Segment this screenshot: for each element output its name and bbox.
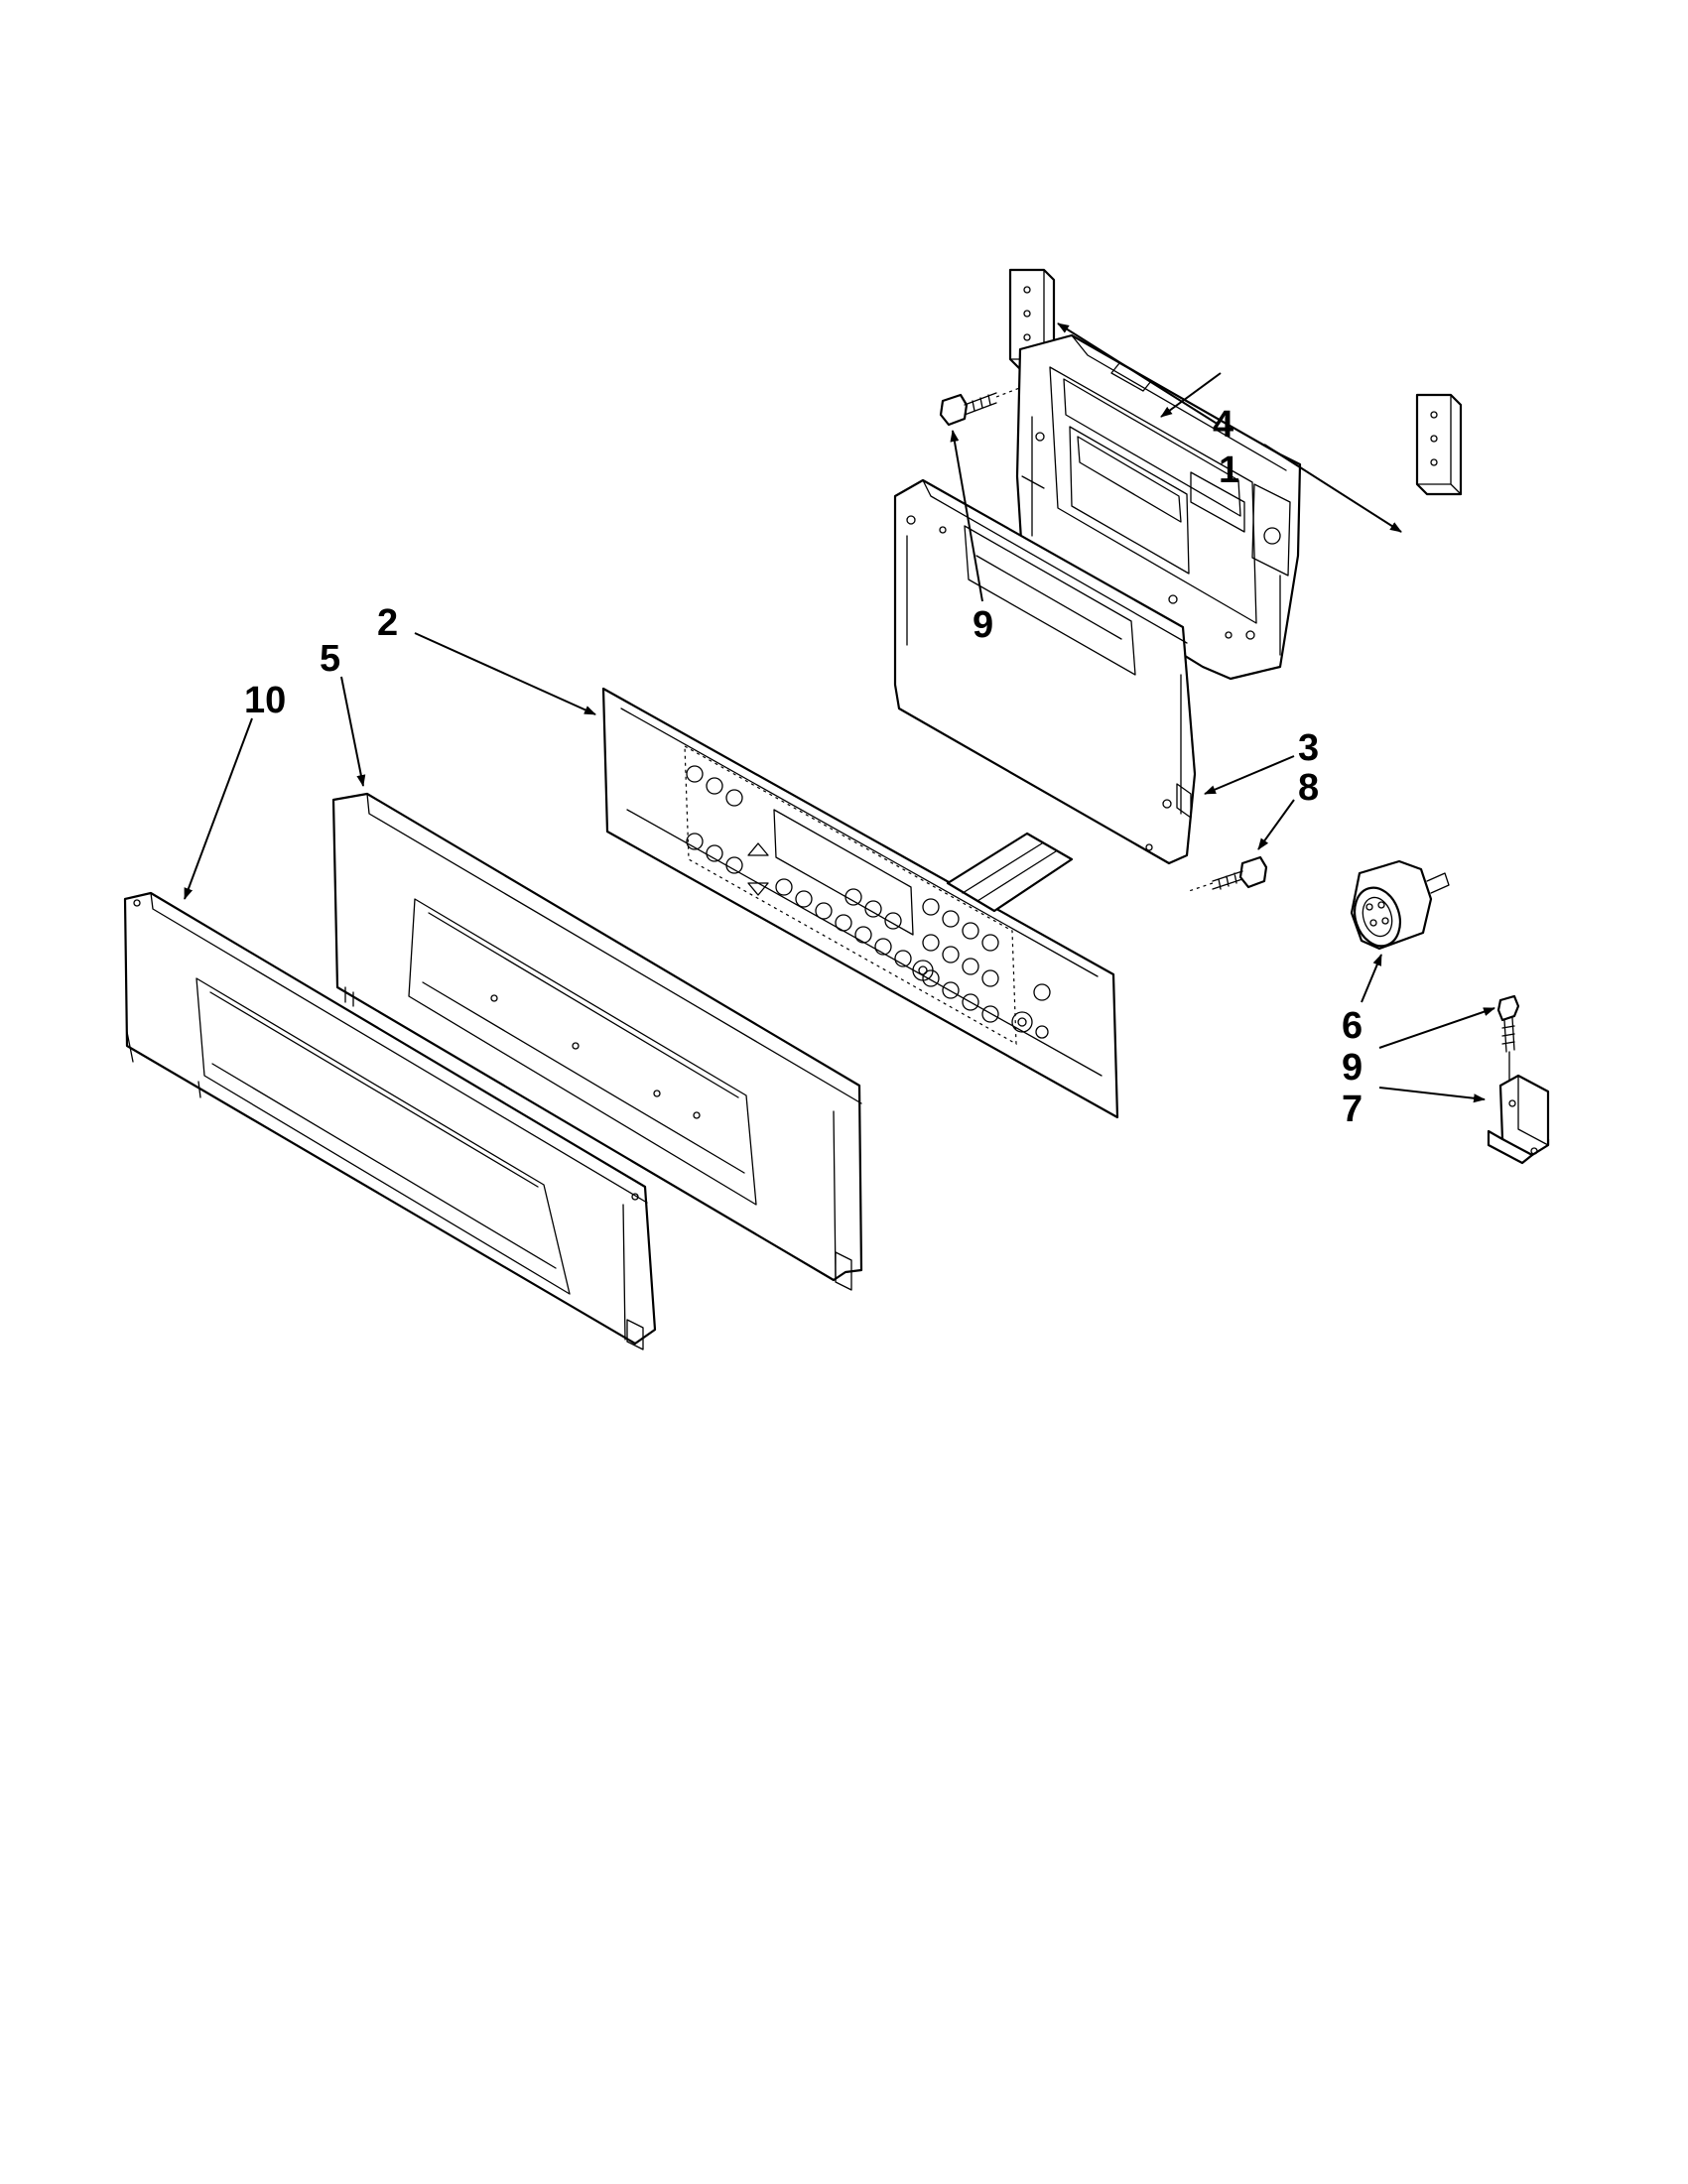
part-4-bracket-lower (1415, 393, 1463, 496)
callout-1: 1 (1219, 450, 1239, 491)
leader-4-upper (1057, 322, 1220, 426)
leader-9-lower (1378, 1007, 1495, 1049)
part-9-screw-lower (1496, 994, 1520, 1087)
part-7-l-bracket (1487, 1074, 1550, 1165)
callout-6: 6 (1342, 1005, 1363, 1047)
leader-4-lower (1263, 444, 1402, 533)
callout-9-upper: 9 (973, 604, 993, 646)
leader-9-upper (950, 430, 983, 602)
callout-4: 4 (1213, 404, 1234, 446)
callout-5: 5 (320, 638, 340, 680)
part-10-outer-trim (123, 891, 657, 1350)
part-8-screw (1188, 855, 1268, 892)
callout-8: 8 (1298, 767, 1319, 809)
callout-3: 3 (1298, 727, 1319, 769)
leader-lines (184, 322, 1495, 1103)
callout-10: 10 (244, 680, 286, 721)
leader-3 (1204, 755, 1295, 795)
part-3-frame (893, 478, 1197, 865)
leader-10 (184, 717, 253, 900)
control-panel-buttons (686, 765, 1051, 1039)
callout-labels: 4 1 9 2 5 10 3 8 6 9 7 (244, 404, 1363, 1130)
leader-6 (1361, 954, 1382, 1003)
part-5-trim (331, 792, 863, 1291)
part-2-control-panel (601, 687, 1119, 1119)
leader-7 (1378, 1087, 1486, 1103)
leader-2 (414, 632, 596, 715)
leader-5 (340, 676, 366, 787)
callout-9-lower: 9 (1342, 1047, 1363, 1089)
callout-7: 7 (1342, 1089, 1363, 1130)
leader-1 (1160, 372, 1222, 418)
part-6-capacitor (1350, 859, 1450, 951)
part-9-screw-upper (939, 386, 1023, 427)
callout-2: 2 (377, 602, 398, 644)
leader-8 (1257, 799, 1295, 850)
